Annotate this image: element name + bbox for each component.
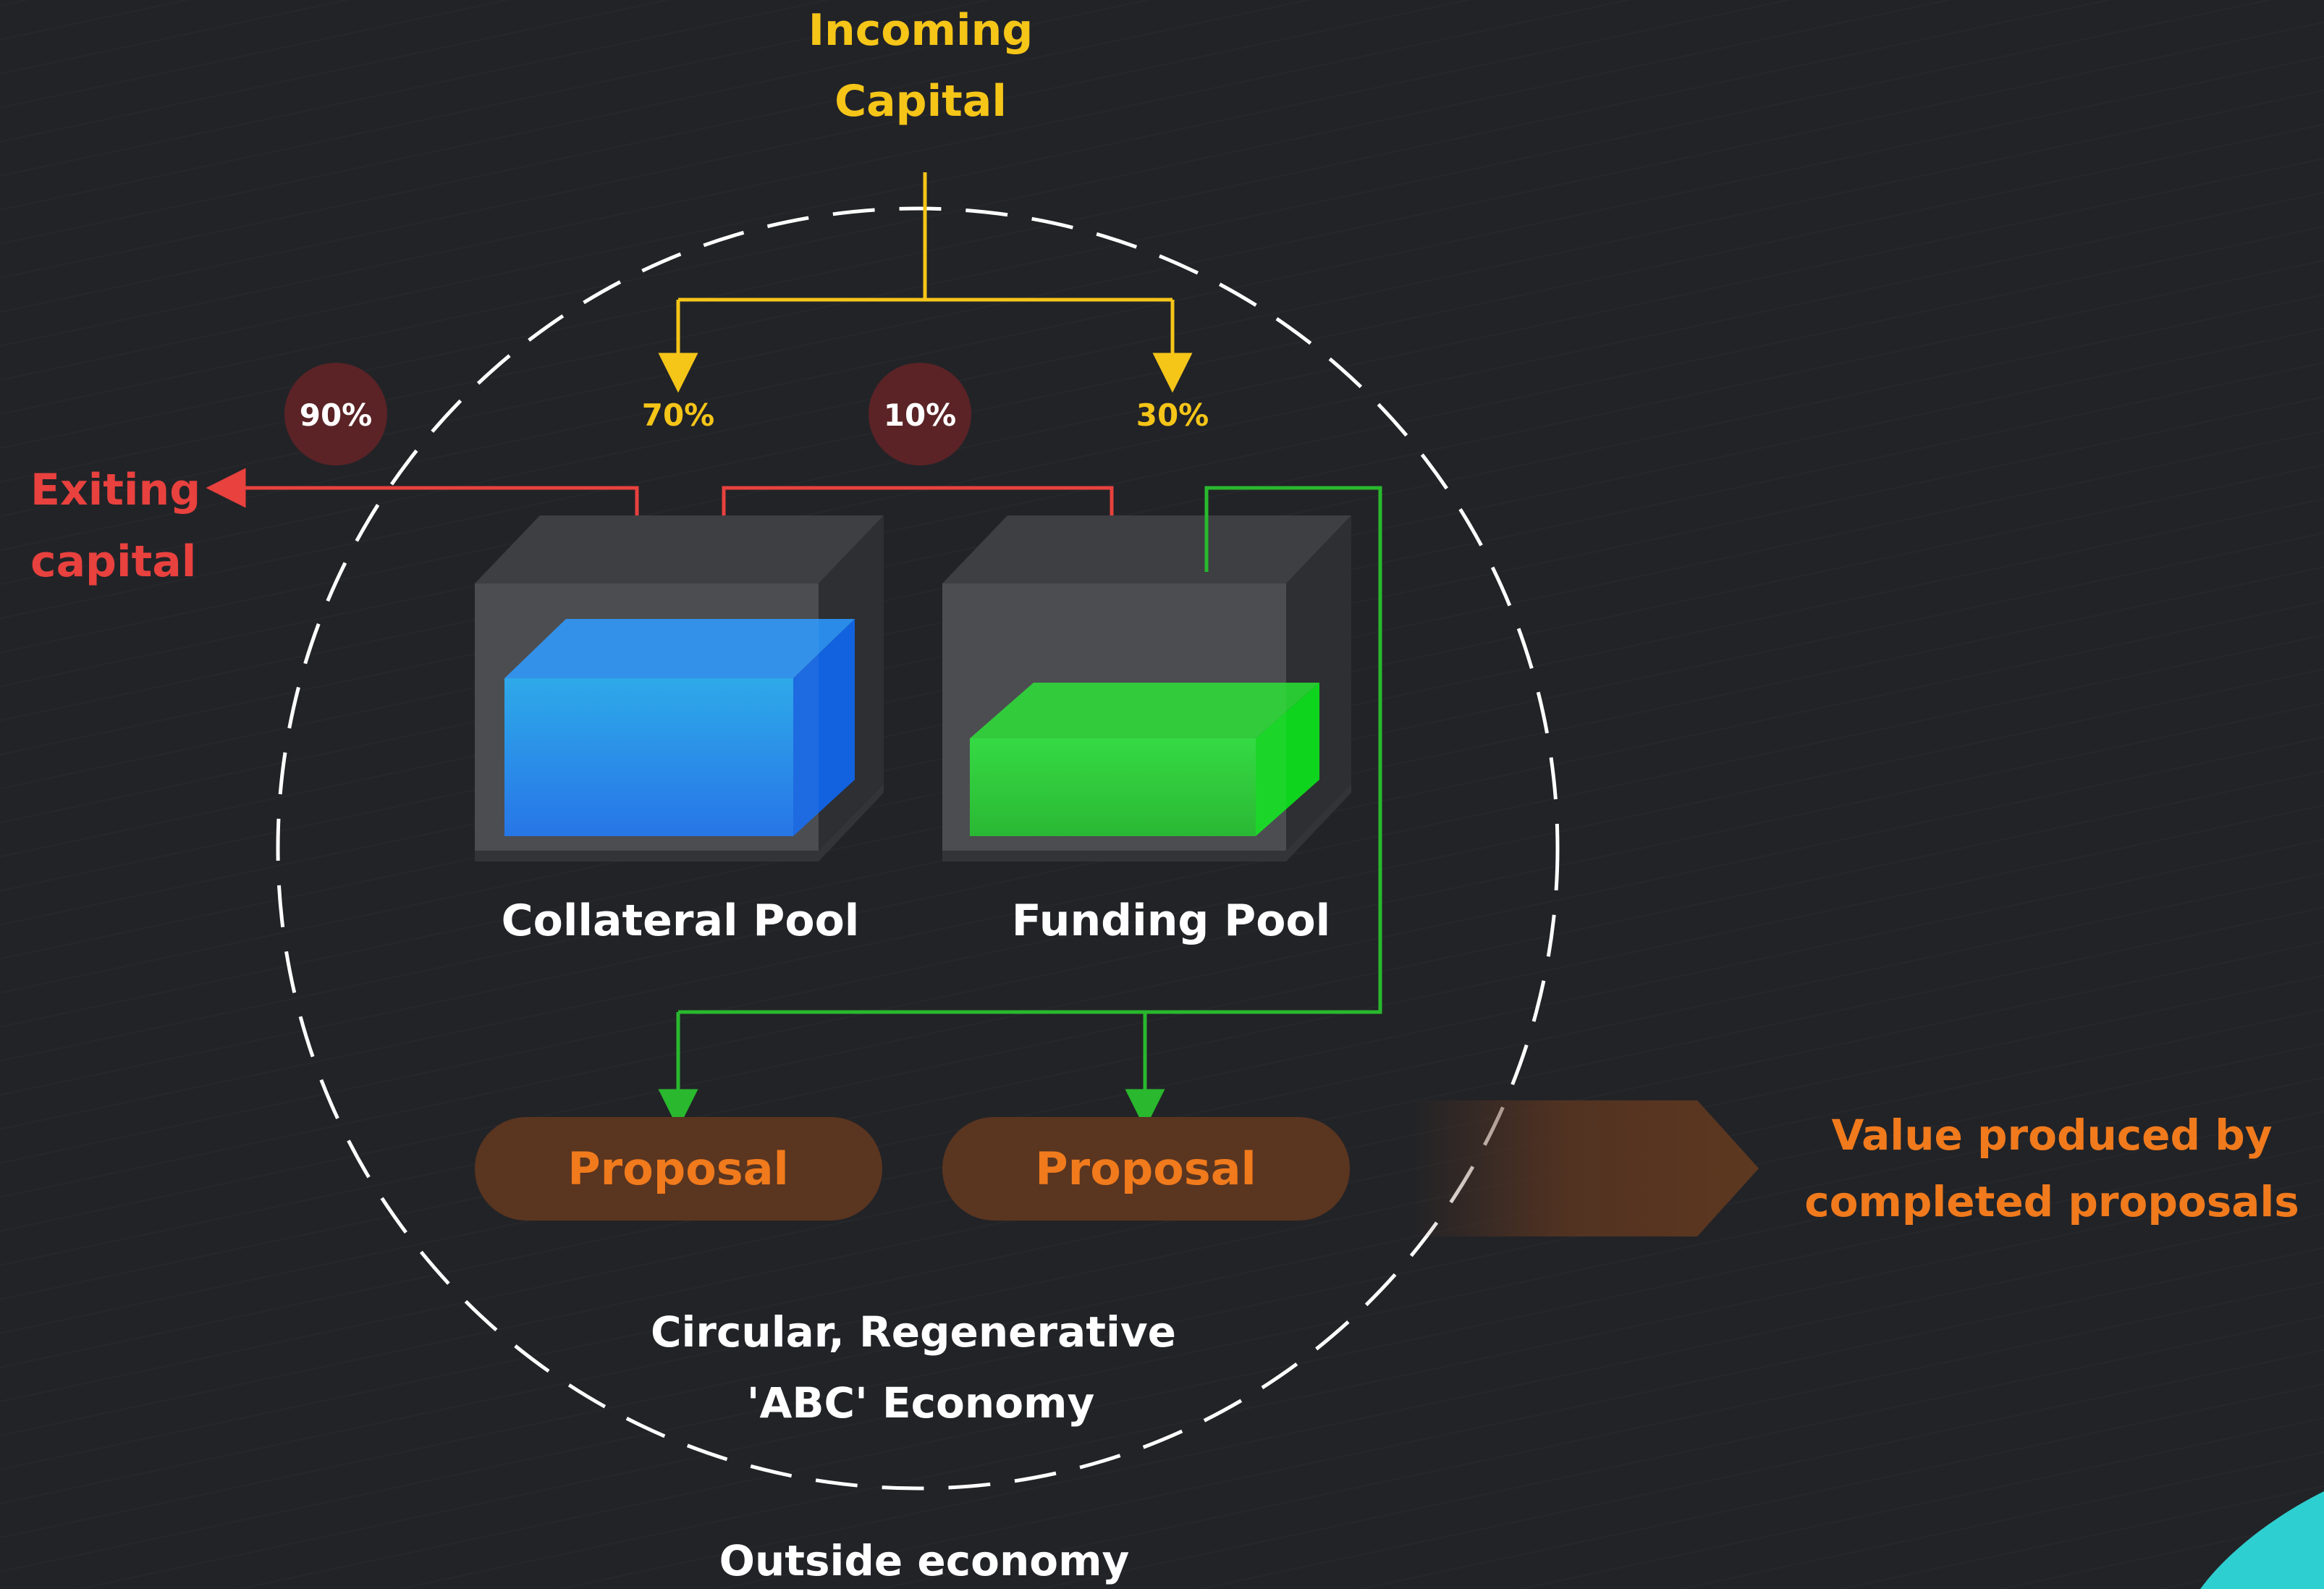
funding-liquid: [970, 683, 1319, 836]
proposal-label-1: Proposal: [567, 1142, 789, 1195]
collateral-pool-label: Collateral Pool: [502, 895, 860, 946]
incoming-flow: [658, 172, 1193, 393]
funding-flow: [658, 486, 1382, 1129]
exit-percent: 90%: [300, 397, 373, 433]
exiting-label-line1: Exiting: [30, 465, 200, 515]
incoming-label-line1: Incoming: [808, 5, 1034, 56]
transfer-percent-badge: [869, 363, 971, 465]
outside-economy-label: Outside economy: [719, 1536, 1130, 1585]
collateral-liquid: [504, 619, 855, 836]
funding-pool-label: Funding Pool: [1012, 895, 1330, 946]
value-label-line1: Value produced by: [1831, 1110, 2272, 1160]
economy-label-line2: 'ABC' Economy: [747, 1378, 1095, 1428]
funding-percent: 30%: [1136, 397, 1209, 433]
value-arrow: [1411, 1100, 1759, 1236]
proposal-pill-2: [942, 1117, 1350, 1221]
value-label-line2: completed proposals: [1804, 1177, 2299, 1226]
collateral-percent: 70%: [642, 397, 715, 433]
incoming-label-line2: Capital: [834, 76, 1007, 127]
proposal-pill-1: [475, 1117, 882, 1221]
collateral-pool-box: [475, 515, 884, 861]
exit-percent-badge: [284, 363, 387, 465]
exiting-label-line2: capital: [30, 536, 196, 587]
funding-pool-box: [942, 515, 1351, 861]
economy-boundary: [276, 206, 1560, 1491]
proposal-label-2: Proposal: [1035, 1142, 1256, 1195]
corner-accent: [2200, 1491, 2324, 1589]
transfer-percent: 10%: [884, 397, 957, 433]
economy-label-line1: Circular, Regenerative: [651, 1307, 1176, 1357]
